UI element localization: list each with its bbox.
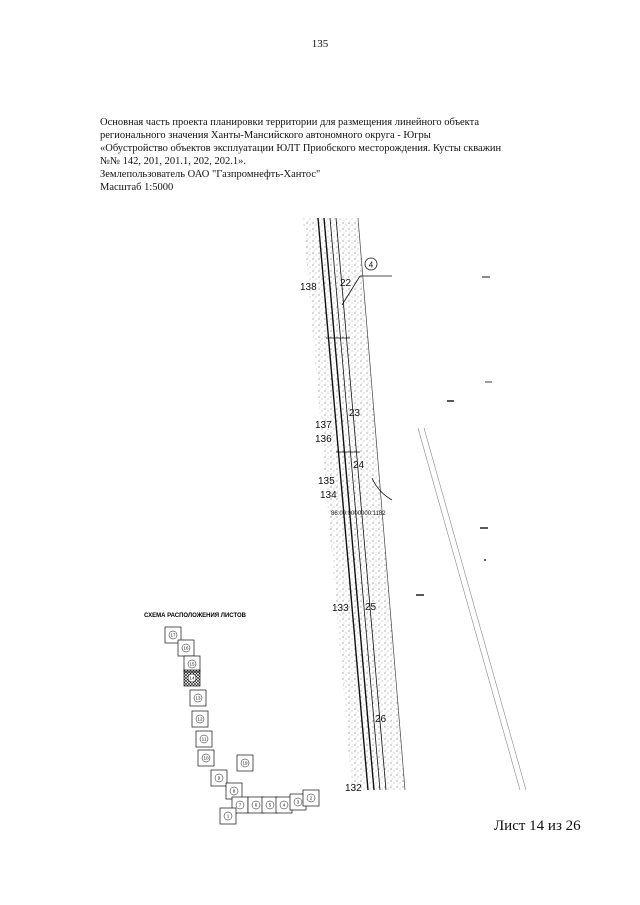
callout-4: 4 — [341, 257, 392, 306]
branch-curve — [371, 477, 393, 501]
scheme-cell-number: 11 — [202, 737, 207, 742]
pipeline — [317, 217, 387, 791]
scheme-cell-number: 13 — [195, 696, 201, 701]
page-number: 135 — [311, 38, 329, 50]
scheme-cell-marker — [181, 643, 191, 653]
header-line: регионального значения Ханты-Мансийского… — [100, 130, 431, 141]
document-header: Основная часть проекта планировки террит… — [100, 116, 570, 194]
scheme-title: СХЕМА РАСПОЛОЖЕНИЯ ЛИСТОВ — [144, 613, 247, 619]
road-lines — [417, 427, 527, 791]
scheme-cell-marker — [199, 734, 209, 744]
scheme-cell-number: 5 — [269, 803, 272, 808]
scheme-cell-marker — [214, 773, 224, 783]
scheme-cell-marker — [201, 753, 211, 763]
label-134: 134 — [320, 490, 337, 501]
label-25: 25 — [365, 602, 377, 613]
scheme-cell-marker — [240, 758, 250, 768]
scheme-cell-marker — [229, 786, 239, 796]
scheme-cell-number: 15 — [189, 662, 195, 667]
callout-number: 4 — [369, 261, 374, 270]
cadastral-number: 86:00:0000000:1182 — [331, 511, 386, 517]
scheme-cell-marker — [187, 659, 197, 669]
label-135: 135 — [318, 476, 335, 487]
pipeline-ticks — [326, 337, 360, 453]
label-137: 137 — [315, 420, 332, 431]
scheme-cell-number: 17 — [170, 633, 176, 638]
scheme-cell-number: 1 — [227, 814, 230, 819]
header-line: Землепользователь ОАО "Газпромнефть-Хант… — [100, 169, 321, 180]
scheme-cell-marker — [293, 797, 303, 807]
label-136: 136 — [315, 434, 332, 445]
scheme-cell-marker — [306, 793, 316, 803]
scheme-cell-number: 8 — [233, 789, 236, 794]
scheme-cell-marker — [187, 673, 197, 683]
label-23: 23 — [349, 408, 361, 419]
scheme-cell-number: 14 — [189, 676, 195, 681]
scheme-cell-marker — [223, 811, 233, 821]
scheme-cell-number: 6 — [255, 803, 258, 808]
label-138: 138 — [300, 282, 317, 293]
scheme-cell-marker — [235, 800, 245, 810]
map-marks — [416, 276, 492, 596]
scheme-cell-number: 7 — [239, 803, 242, 808]
label-22: 22 — [340, 278, 352, 289]
scheme-cell-number: 10 — [203, 756, 209, 761]
stippled-area — [303, 218, 405, 790]
header-line: «Обустройство объектов эксплуатации ЮЛТ … — [100, 143, 502, 154]
label-26: 26 — [375, 714, 387, 725]
scheme-cell-number: 2 — [310, 796, 313, 801]
sheet-number: Лист 14 из 26 — [494, 818, 581, 834]
header-line: №№ 142, 201, 201.1, 202, 202.1». — [100, 156, 247, 167]
header-line: Основная часть проекта планировки террит… — [100, 117, 480, 128]
scheme-cell-marker — [195, 714, 205, 724]
scheme-cell-marker — [265, 800, 275, 810]
scheme-cell-number: 4 — [283, 803, 286, 808]
scheme-cell-marker — [168, 630, 178, 640]
scheme-cell-number: 12 — [197, 717, 203, 722]
scheme-cell-marker — [193, 693, 203, 703]
label-24: 24 — [353, 460, 365, 471]
scheme-cell-number: 9 — [218, 776, 221, 781]
label-132: 132 — [345, 783, 362, 794]
label-133: 133 — [332, 603, 349, 614]
scheme-cell-number: 16 — [183, 646, 189, 651]
scheme-cell-number: 19 — [242, 761, 248, 766]
scheme-cell-marker — [251, 800, 261, 810]
zone-boundary — [357, 217, 406, 791]
scheme-cell-number: 3 — [297, 800, 300, 805]
header-line: Масштаб 1:5000 — [100, 182, 174, 193]
sheet-scheme: 17 16 15 14 13 12 11 10 9 8 19 7 6 5 4 3 2 1 — [164, 626, 320, 825]
scheme-cell-marker — [279, 800, 289, 810]
